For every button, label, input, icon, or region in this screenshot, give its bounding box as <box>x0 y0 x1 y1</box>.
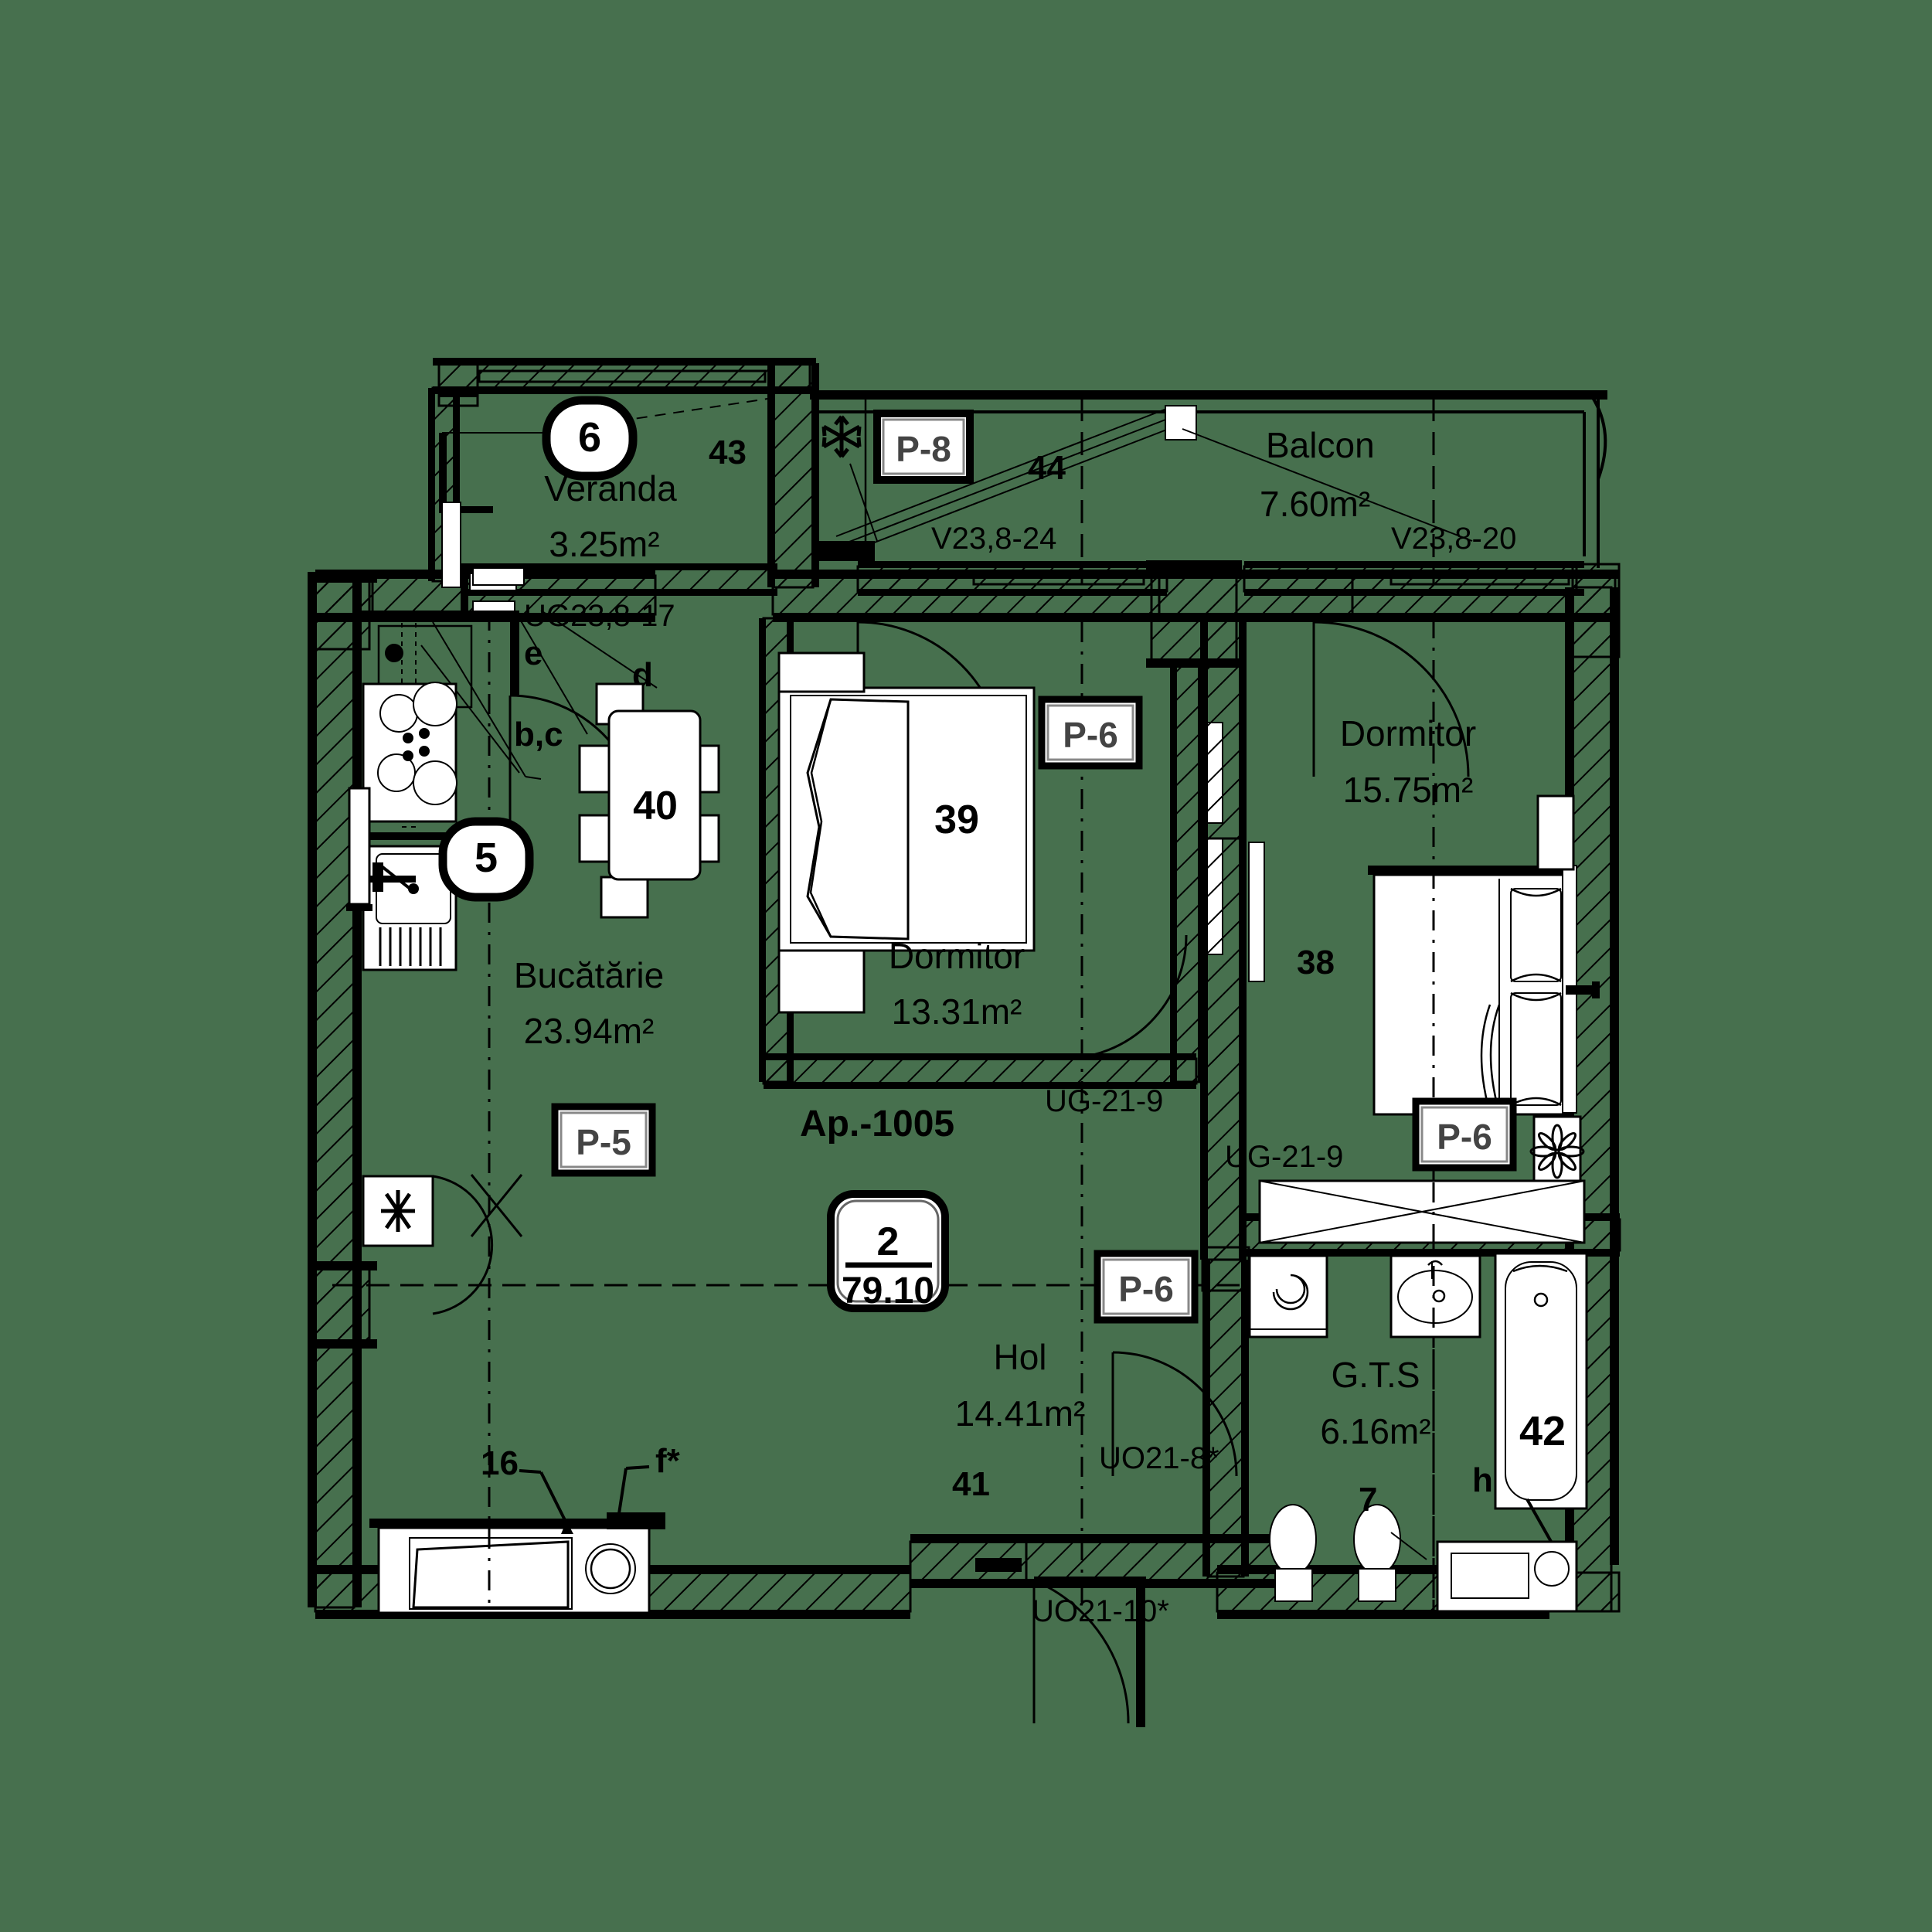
item-number-41: 41 <box>952 1465 990 1503</box>
panel-tag-p6-bed2-label: P-6 <box>1437 1117 1492 1157</box>
toilet-fixtures <box>1269 1504 1427 1602</box>
panel-tag-p8-label: P-8 <box>896 429 951 469</box>
panel-tag-p6-bed1: P-6 <box>1038 696 1143 770</box>
area-badge: 2 79.10 <box>827 1190 949 1312</box>
section-marker-6-label: 6 <box>578 414 601 461</box>
section-marker-6: 6 <box>542 396 638 481</box>
dormitor-2-name: Dormitor <box>1340 713 1476 753</box>
letter-tag-e: e <box>524 634 543 672</box>
balcon-area: 7.60m² <box>1260 484 1370 524</box>
panel-tag-p6-hol-label: P-6 <box>1118 1269 1174 1309</box>
item-number-7: 7 <box>1359 1481 1377 1519</box>
lavatory-fixture <box>1389 1254 1481 1338</box>
radiator-fixture <box>362 1175 434 1247</box>
snowflake-icon <box>821 415 862 458</box>
panel-tag-p6-bed2: P-6 <box>1412 1097 1517 1172</box>
bucatarie-area: 23.94m² <box>524 1011 655 1051</box>
window-tag-uo21-8: UO21-8* <box>1099 1441 1219 1475</box>
letter-tag-h: h <box>1472 1461 1493 1499</box>
area-badge-area: 79.10 <box>842 1270 934 1311</box>
bucatarie-name: Bucătărie <box>514 955 664 995</box>
panel-tag-p8: P-8 <box>873 410 974 484</box>
dormitor-2-area: 15.75m² <box>1343 770 1474 810</box>
veranda-name: Veranda <box>544 468 677 509</box>
window-tag-v238-20: V23,8-20 <box>1391 522 1516 556</box>
appliance-fixture <box>1248 1254 1328 1338</box>
window-tag-uo21-10: UO21-10* <box>1032 1594 1169 1628</box>
letter-tag-f: f* <box>655 1442 681 1480</box>
window-tag-ug238-17: UG23,8-17 <box>524 599 675 633</box>
hol-area: 14.41m² <box>955 1393 1086 1434</box>
item-number-40: 40 <box>633 784 678 828</box>
panel-tag-p6-bed1-label: P-6 <box>1063 715 1118 755</box>
balcon-name: Balcon <box>1266 425 1375 465</box>
veranda-area: 3.25m² <box>549 524 659 564</box>
item-number-38: 38 <box>1297 944 1335 981</box>
dormitor-1-name: Dormitor <box>889 936 1025 976</box>
gts-area: 6.16m² <box>1320 1411 1430 1451</box>
cabinet-top-fixture <box>1258 1179 1586 1244</box>
bed-39-fixture: 39 <box>777 686 1036 952</box>
washing-machine-fixture <box>369 1465 665 1614</box>
hol-name: Hol <box>993 1337 1046 1377</box>
gts-name: G.T.S <box>1331 1355 1420 1395</box>
bathtub-42-fixture: 42 <box>1494 1252 1588 1552</box>
section-marker-5-label: 5 <box>474 835 498 881</box>
bed-38-fixture <box>1368 794 1600 1116</box>
kitchen-room <box>362 610 665 1614</box>
section-marker-5: 5 <box>438 817 534 902</box>
bedroom-1-room: 39 <box>759 617 1223 1607</box>
stove-fixture <box>362 682 457 823</box>
bathroom-gts: 42 <box>1201 1179 1588 1613</box>
item-number-42: 42 <box>1519 1408 1566 1454</box>
item-number-39: 39 <box>934 798 979 842</box>
item-number-16: 16 <box>481 1444 519 1482</box>
letter-tag-bc: b,c <box>514 716 563 753</box>
item-number-44: 44 <box>1028 449 1066 487</box>
misc-details <box>314 395 1607 911</box>
dormitor-1-area: 13.31m² <box>892 992 1022 1032</box>
window-tag-ug21-9-b: UG-21-9 <box>1225 1140 1343 1174</box>
item-number-43: 43 <box>709 434 747 471</box>
apartment-label: Ap.-1005 <box>800 1104 954 1145</box>
window-tag-ug21-9-a: UG-21-9 <box>1045 1084 1163 1118</box>
dining-table-fixture: 40 <box>578 682 720 919</box>
sink-fixture <box>362 845 457 971</box>
plant-icon <box>1529 1124 1585 1179</box>
panel-tag-p5-label: P-5 <box>576 1122 631 1162</box>
area-badge-rooms: 2 <box>877 1219 900 1264</box>
panel-tag-p5: P-5 <box>551 1103 656 1177</box>
window-tag-v238-24: V23,8-24 <box>931 522 1056 556</box>
panel-tag-p6-hol: P-6 <box>1094 1250 1199 1324</box>
